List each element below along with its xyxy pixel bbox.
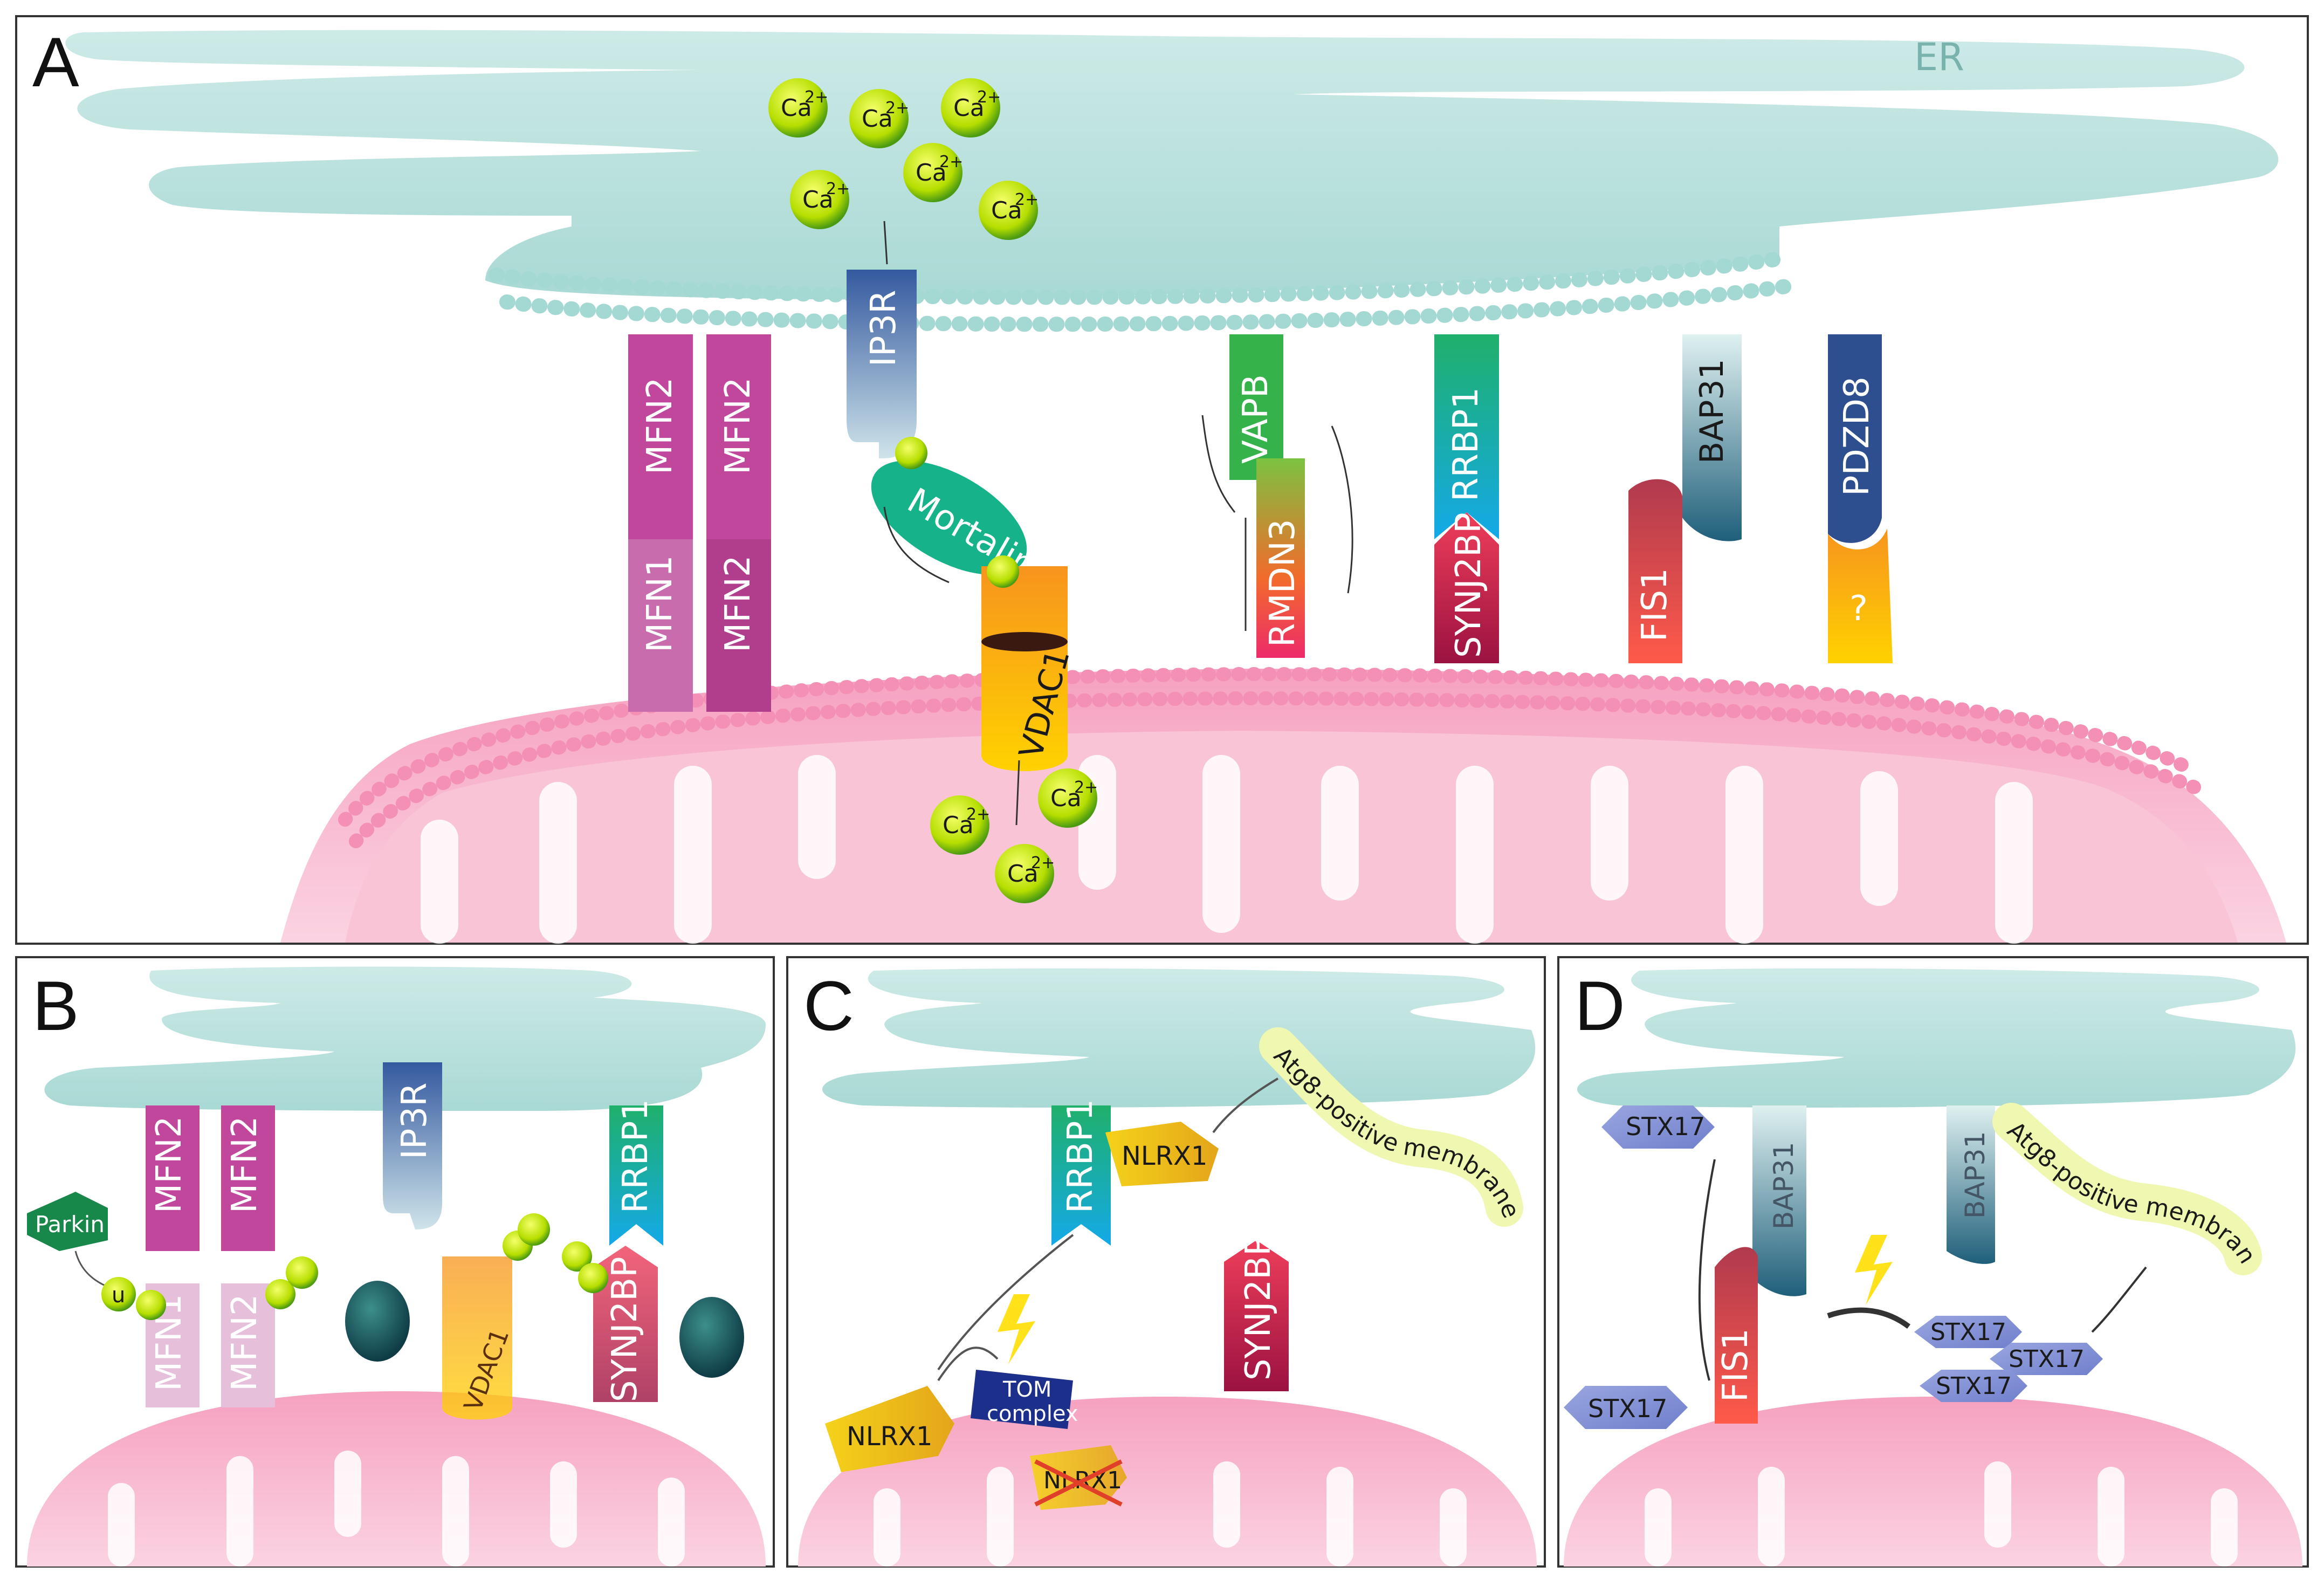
calcium-label: Ca: [862, 105, 893, 133]
panel-B: B MFN2 MFN2 IP3R RRBP1 Parkin MFN1 MFN2 …: [27, 966, 766, 1567]
rmdn3-A: RMDN3: [1256, 458, 1305, 658]
calcium-ion: [903, 143, 962, 202]
tom-label-2: complex: [987, 1402, 1078, 1426]
arrows-A: [883, 221, 1353, 826]
calcium-ion: [941, 78, 1000, 138]
calcium-label: Ca: [1050, 785, 1082, 812]
fis1-label-A: FIS1: [1635, 568, 1675, 642]
calcium-charge: 2+: [966, 805, 990, 824]
ip3r-label-A: IP3R: [864, 290, 904, 367]
mitochondrion-A: [280, 667, 2286, 944]
synj2bp-label-A: SYNJ2BP: [1449, 512, 1489, 658]
arrows-D: [1698, 1159, 2147, 1381]
mfn-tether-2: MFN2 MFN2: [706, 334, 771, 712]
calcium-ion: [979, 181, 1038, 240]
calcium-ions-A: Ca2+Ca2+Ca2+Ca2+Ca2+Ca2+Ca2+Ca2+Ca2+: [768, 78, 1098, 903]
calcium-ion: [1038, 768, 1097, 828]
calcium-charge: 2+: [1015, 190, 1039, 209]
vapb-label: VAPB: [1236, 374, 1276, 464]
calcium-ion: [849, 89, 909, 148]
mfn2-label-A1: MFN2: [640, 377, 680, 475]
calcium-charge: 2+: [1031, 854, 1055, 873]
mfn2-label-A3: MFN2: [718, 555, 758, 652]
stx17-label-D3: STX17: [1930, 1318, 2006, 1346]
calcium-label: Ca: [953, 94, 985, 122]
unknown-partner-label: ?: [1849, 589, 1868, 629]
fis1-A: FIS1: [1628, 479, 1682, 663]
synj2bp-label-C: SYNJ2BP: [1239, 1235, 1278, 1380]
ip3r-A: IP3R: [847, 270, 917, 458]
mfn2-label-B2: MFN2: [225, 1116, 265, 1213]
stx17-label-D5: STX17: [1936, 1372, 2012, 1400]
calcium-charge: 2+: [826, 180, 850, 198]
vapb-A: VAPB: [1229, 334, 1283, 480]
pdzd8-label: PDZD8: [1837, 376, 1877, 496]
calcium-ion: [895, 437, 927, 469]
stx17-label-D1: STX17: [1626, 1112, 1705, 1141]
calcium-charge: 2+: [1074, 778, 1098, 797]
er-label: ER: [1914, 35, 1964, 79]
bap31-label-D2: BAP31: [1959, 1131, 1991, 1219]
calcium-ion: [995, 844, 1054, 903]
rrbp1-label-B: RRBP1: [616, 1099, 656, 1213]
calcium-charge: 2+: [885, 99, 909, 118]
vdac1-A: VDAC1: [981, 566, 1077, 771]
calcium-label: Ca: [991, 197, 1022, 224]
proteasomes-B: [345, 1281, 744, 1378]
calcium-ion: [790, 170, 849, 229]
unknown-partner-A: ?: [1828, 528, 1893, 663]
fis1-label-D: FIS1: [1716, 1328, 1756, 1402]
calcium-ion: [768, 78, 828, 138]
ip3r-label-B: IP3R: [395, 1082, 435, 1159]
ubiquitin-chains-B: u: [101, 1213, 608, 1320]
calcium-charge: 2+: [939, 153, 963, 171]
mfn2-label-B1: MFN2: [149, 1116, 189, 1213]
calcium-label: Ca: [1007, 860, 1039, 888]
calcium-charge: 2+: [805, 88, 828, 107]
calcium-label: Ca: [943, 812, 974, 839]
er-A: ER: [65, 30, 2279, 332]
panel-B-letter: B: [32, 966, 79, 1045]
mfn-tether-1: MFN2 MFN1: [628, 334, 693, 712]
bap31-label-A: BAP31: [1693, 359, 1731, 464]
nlrx1-label-C2: NLRX1: [847, 1421, 932, 1452]
calcium-ion: [930, 795, 989, 855]
parkin-label: Parkin: [35, 1211, 105, 1238]
calcium-label: Ca: [916, 159, 947, 187]
pdzd8-A: PDZD8: [1828, 334, 1882, 543]
rrbp1-A: RRBP1: [1434, 334, 1499, 539]
arrows-C: [937, 1077, 1279, 1382]
calcium-label: Ca: [781, 94, 812, 122]
mfn2-label-B3: MFN2: [225, 1294, 265, 1391]
stx17-label-D2: STX17: [1588, 1394, 1667, 1423]
rrbp1-label-A: RRBP1: [1446, 387, 1486, 502]
stx17-cluster: STX17 STX17 STX17: [1914, 1316, 2103, 1402]
tom-label-1: TOM: [1002, 1377, 1051, 1402]
mfn2-label-A2: MFN2: [718, 377, 758, 475]
rmdn3-label: RMDN3: [1263, 519, 1303, 647]
rrbp1-label-C: RRBP1: [1061, 1099, 1101, 1213]
calcium-label: Ca: [802, 186, 834, 214]
panel-A-letter: A: [32, 23, 79, 101]
calcium-charge: 2+: [977, 88, 1001, 107]
bap31-label-D1: BAP31: [1768, 1142, 1799, 1229]
synj2bp-A: SYNJ2BP: [1434, 512, 1499, 663]
mfn1-label-A: MFN1: [640, 555, 680, 652]
panel-D-letter: D: [1574, 966, 1625, 1045]
nlrx1-label-C1: NLRX1: [1122, 1141, 1207, 1171]
synj2bp-label-B: SYNJ2BP: [605, 1256, 645, 1402]
calcium-ion: [987, 555, 1019, 588]
ub-label: u: [112, 1283, 125, 1308]
panel-C-letter: C: [803, 966, 854, 1045]
stx17-label-D4: STX17: [2009, 1345, 2085, 1373]
panel-A: ER A MFN2 MFN1 MFN2 MFN2 IP3R Mortalin: [32, 23, 2286, 944]
bap31-A: BAP31: [1682, 334, 1742, 541]
